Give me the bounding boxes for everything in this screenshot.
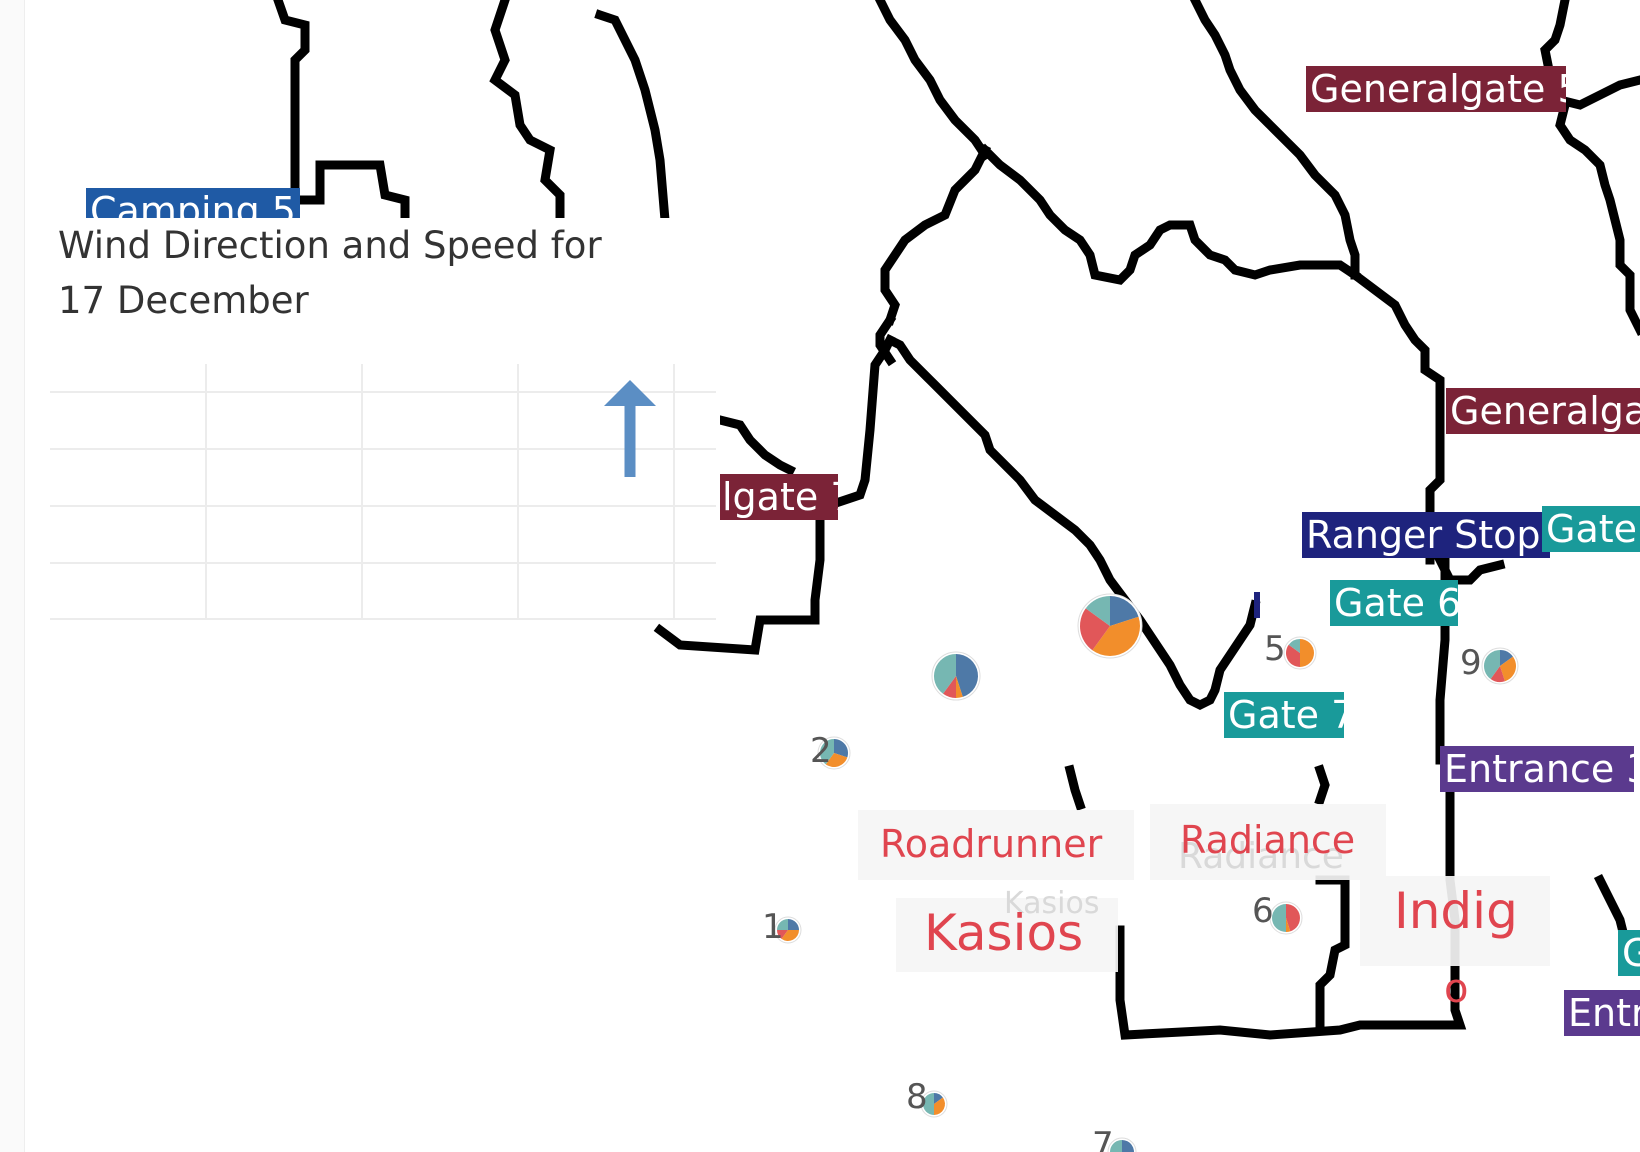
ghost-label-radiance: Radiance [1178,836,1344,877]
sensor-9-slice-blue [1500,650,1513,666]
factory-label-indigo-tail: o [1444,966,1469,1012]
wind-title-line-2: 17 December [58,279,309,322]
gate-label-generalgate: Generalga [1446,388,1640,434]
boundary-line [594,9,670,225]
sensor-6-pie[interactable] [1269,901,1303,935]
sensor-9-slice-orange [1500,656,1516,682]
sensor-number-8: 8 [906,1077,928,1117]
sensor-8-slice-orange [934,1097,945,1115]
boundary-line [1189,0,1360,280]
gate-label-gate-7: Gate 7 [1224,692,1344,738]
boundary-line [880,143,992,326]
sensor-2-pie[interactable] [817,736,851,770]
sensor-number-9: 9 [1460,643,1482,683]
sensor-5-slice-teal [1288,639,1300,653]
wind-panel-title: Wind Direction and Speed for 17 December [58,218,698,328]
ghost-label-kasios: Kasios [1004,886,1100,921]
boundary-line [714,414,797,477]
sensor-number-1: 1 [762,907,784,947]
boundary-line [489,0,565,225]
sensor-7-slice-blue [1122,1140,1134,1152]
factory-box-roadrunner [858,810,1134,880]
boundary-line [1314,764,1330,806]
sensor-8-slice-blue [934,1093,943,1104]
left-edge-rule [0,0,25,1152]
sensor-8-pie[interactable] [920,1090,948,1118]
sensor-8-slice-teal [923,1093,934,1115]
sensor-7-slice-teal [1110,1140,1122,1152]
gate-label-ranger-stop-6: Ranger Stop 6 [1302,512,1550,558]
gate-label-camping-5: Camping 5 [86,188,300,220]
sensor-number-2: 2 [810,731,832,771]
sensor-9-pie[interactable] [1481,647,1519,685]
gate-label-generalgate-5: Generalgate 5 [1306,66,1566,112]
factory-box-indigo [1360,876,1550,966]
gate-label-entrance-3: Entrance 3 [1440,746,1634,792]
boundary-line [273,0,410,225]
factory-label-radiance: Radiance [1180,818,1356,862]
sensor-number-6: 6 [1252,891,1274,931]
gate-label-gate-6: Gate 6 [1330,580,1458,626]
boundary-line [1064,764,1086,811]
boundary-line [883,333,1261,711]
sensor-6-slice-red [1286,904,1301,932]
sensor-number-5: 5 [1264,629,1286,669]
factory-box-radiance [1150,804,1386,880]
sensor-2-slice-blue [834,738,849,758]
factory-label-roadrunner: Roadrunner [880,822,1103,866]
sensor-1-slice-orange [781,930,800,941]
sensor-3-slice-blue [956,654,978,697]
wind-grid [50,364,716,620]
boundary-line [978,143,1362,285]
boundary-line [1348,268,1445,565]
sensor-2-slice-teal [820,739,834,765]
sensor-2-slice-orange [825,753,848,767]
sensor-3-pie[interactable] [931,651,981,701]
sensor-7-pie[interactable] [1107,1137,1137,1152]
sensor-4-pie[interactable] [1077,593,1143,659]
sensor-6-slice-teal [1272,904,1286,932]
sensor-6-slice-orange [1286,918,1291,932]
sensor-1-slice-teal [777,919,788,930]
gate-label-gate-edge: G [1618,930,1640,976]
sensor-4-slice-orange [1092,616,1141,657]
sensor-4-slice-teal [1085,596,1110,626]
sensor-9-slice-teal [1483,650,1500,679]
sensor-4-slice-blue [1110,596,1139,626]
sensor-5-slice-orange [1300,639,1314,667]
sensor-1-pie[interactable] [774,916,802,944]
sensor-5-pie[interactable] [1283,636,1317,670]
boundary-line [1555,99,1640,337]
sensor-number-7: 7 [1092,1125,1114,1152]
sensor-pie-layer [774,593,1519,1152]
sensor-9-slice-red [1490,666,1505,682]
factory-label-indigo: Indig [1394,882,1518,940]
sensor-3-slice-teal [933,654,956,694]
sensor-3-slice-red [943,676,956,698]
wind-arrow-up-icon [604,380,656,477]
sensor-1-slice-blue [788,919,799,930]
factory-box-kasios [896,898,1118,972]
sensor-4-slice-red [1080,608,1110,651]
boundary-line [874,0,992,162]
wind-panel: Wind Direction and Speed for 17 December [50,218,720,620]
boundary-line [653,500,825,655]
boundary-line [1315,875,1350,1030]
gate-label-generalgate-7: lgate 7 [718,474,838,520]
gate-label-entrance: Entr [1564,990,1640,1036]
sensor-1-slice-red [777,930,788,939]
factory-label-kasios: Kasios [924,904,1084,962]
wind-title-line-1: Wind Direction and Speed for [58,224,602,267]
sensor-3-slice-orange [956,676,963,698]
gate-label-gate-right: Gate [1542,506,1640,552]
sensor-5-slice-red [1286,644,1300,667]
